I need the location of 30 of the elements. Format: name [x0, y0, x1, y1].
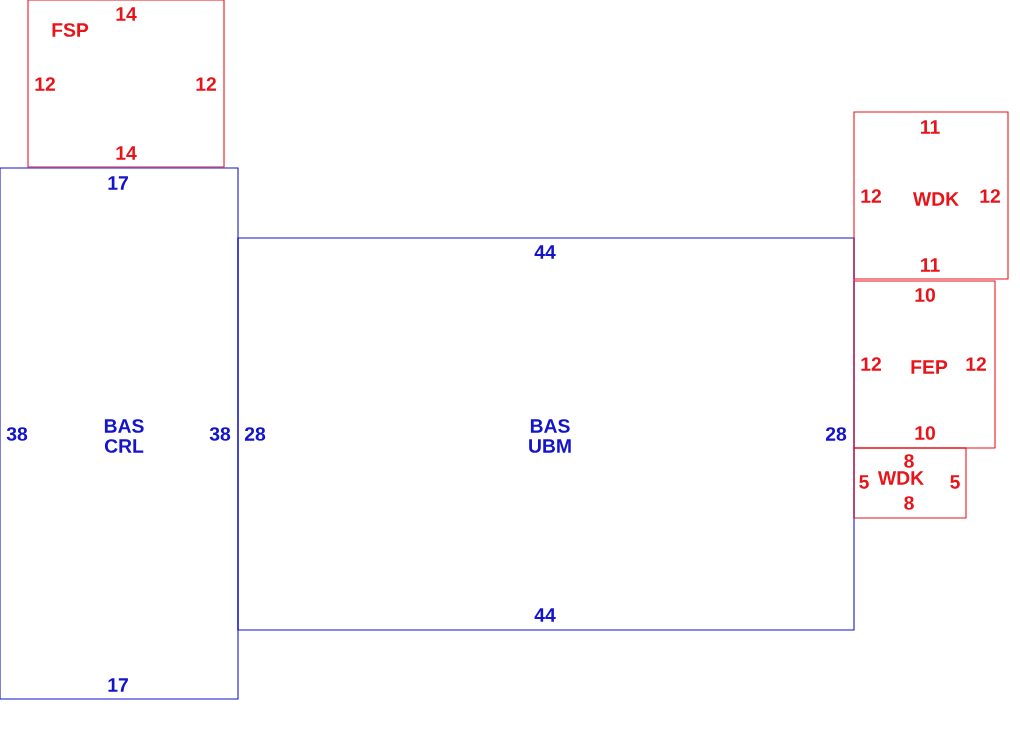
dimension-label: 17 — [108, 176, 128, 190]
dimension-label: 28 — [825, 427, 847, 441]
dimension-label: 38 — [209, 427, 231, 441]
dimension-label: 11 — [921, 258, 940, 272]
dimension-label: 12 — [861, 189, 881, 203]
dimension-label: 8 — [904, 496, 914, 510]
dimension-label: 12 — [196, 77, 216, 91]
dimension-label: 11 — [921, 120, 940, 134]
room-name: WDK — [877, 471, 924, 485]
room-name: WDK — [912, 192, 959, 206]
room-name: BAS CRL — [104, 419, 144, 453]
dimension-label: 17 — [108, 678, 128, 692]
room-name: BAS UBM — [529, 419, 571, 453]
dimension-label: 38 — [6, 427, 28, 441]
dimension-label: 12 — [966, 357, 986, 371]
dimension-label: 14 — [116, 7, 137, 21]
dimension-label: 10 — [915, 426, 935, 440]
dimension-label: 14 — [116, 146, 137, 160]
dimension-label: 28 — [244, 427, 266, 441]
dimension-label: 44 — [534, 608, 556, 622]
room-name: FEP — [911, 360, 948, 374]
dimension-label: 10 — [915, 288, 935, 302]
dimension-label: 5 — [859, 475, 869, 489]
dimension-label: 12 — [861, 357, 881, 371]
dimension-label: 12 — [35, 77, 55, 91]
dimension-label: 12 — [980, 189, 1000, 203]
dimension-label: 5 — [950, 475, 960, 489]
room-name: FSP — [52, 23, 89, 37]
dimension-label: 8 — [904, 454, 914, 468]
dimension-label: 44 — [534, 245, 556, 259]
